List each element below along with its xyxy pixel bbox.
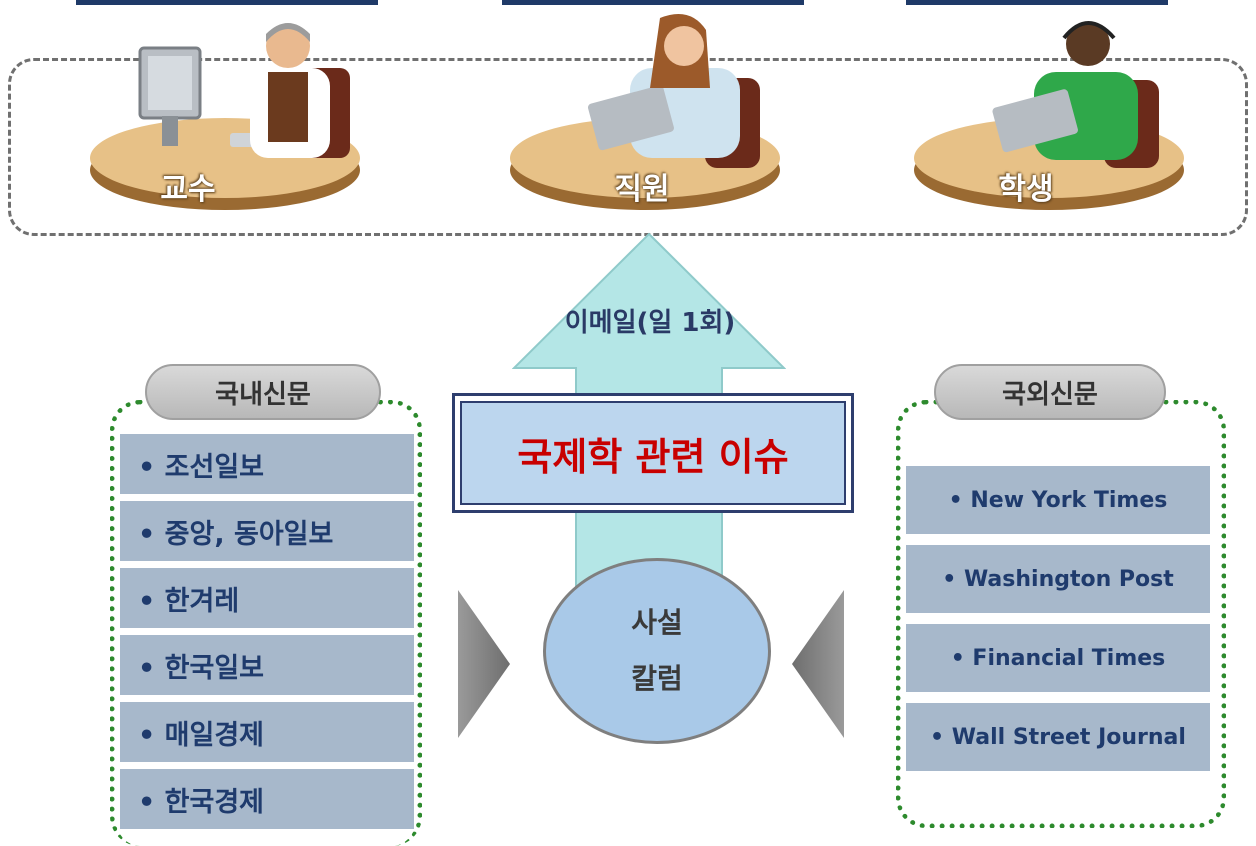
foreign-newspaper-item: • Wall Street Journal <box>906 703 1210 771</box>
staff-desk-icon <box>510 14 780 210</box>
foreign-newspaper-item: • New York Times <box>906 466 1210 534</box>
foreign-newspapers-title: 국외신문 <box>934 364 1166 420</box>
staff-figure: 직원 <box>500 8 790 224</box>
domestic-newspapers-title: 국내신문 <box>145 364 381 420</box>
professor-label: 교수 <box>160 172 216 207</box>
domestic-newspaper-item: • 한국일보 <box>120 635 414 695</box>
editorial-label: 사설 <box>631 606 683 639</box>
domestic-newspaper-item: • 한겨레 <box>120 568 414 628</box>
student-desk-icon <box>914 21 1184 210</box>
header-bar-left <box>76 0 378 5</box>
domestic-newspaper-item: • 매일경제 <box>120 702 414 762</box>
central-topic-box: 국제학 관련 이슈 <box>452 393 854 513</box>
header-bar-center <box>502 0 804 5</box>
student-label: 학생 <box>998 172 1054 207</box>
left-pointing-triangle-icon <box>792 590 844 738</box>
foreign-newspaper-item: • Financial Times <box>906 624 1210 692</box>
domestic-newspaper-item: • 한국경제 <box>120 769 414 829</box>
professor-figure: 교수 <box>80 8 370 224</box>
student-figure: 학생 <box>904 8 1194 224</box>
domestic-newspaper-item: • 조선일보 <box>120 434 414 494</box>
right-pointing-triangle-icon <box>458 590 510 738</box>
audience-box <box>8 58 1248 236</box>
foreign-newspaper-item: • Washington Post <box>906 545 1210 613</box>
staff-label: 직원 <box>614 172 670 207</box>
editorial-column-oval: 사설 칼럼 <box>543 558 771 744</box>
column-label: 칼럼 <box>631 662 683 695</box>
professor-desk-icon <box>90 23 360 210</box>
domestic-newspaper-item: • 중앙, 동아일보 <box>120 501 414 561</box>
central-topic-text: 국제학 관련 이슈 <box>460 401 846 505</box>
header-bar-right <box>906 0 1168 5</box>
delivery-label: 이메일(일 1회) <box>564 308 736 338</box>
